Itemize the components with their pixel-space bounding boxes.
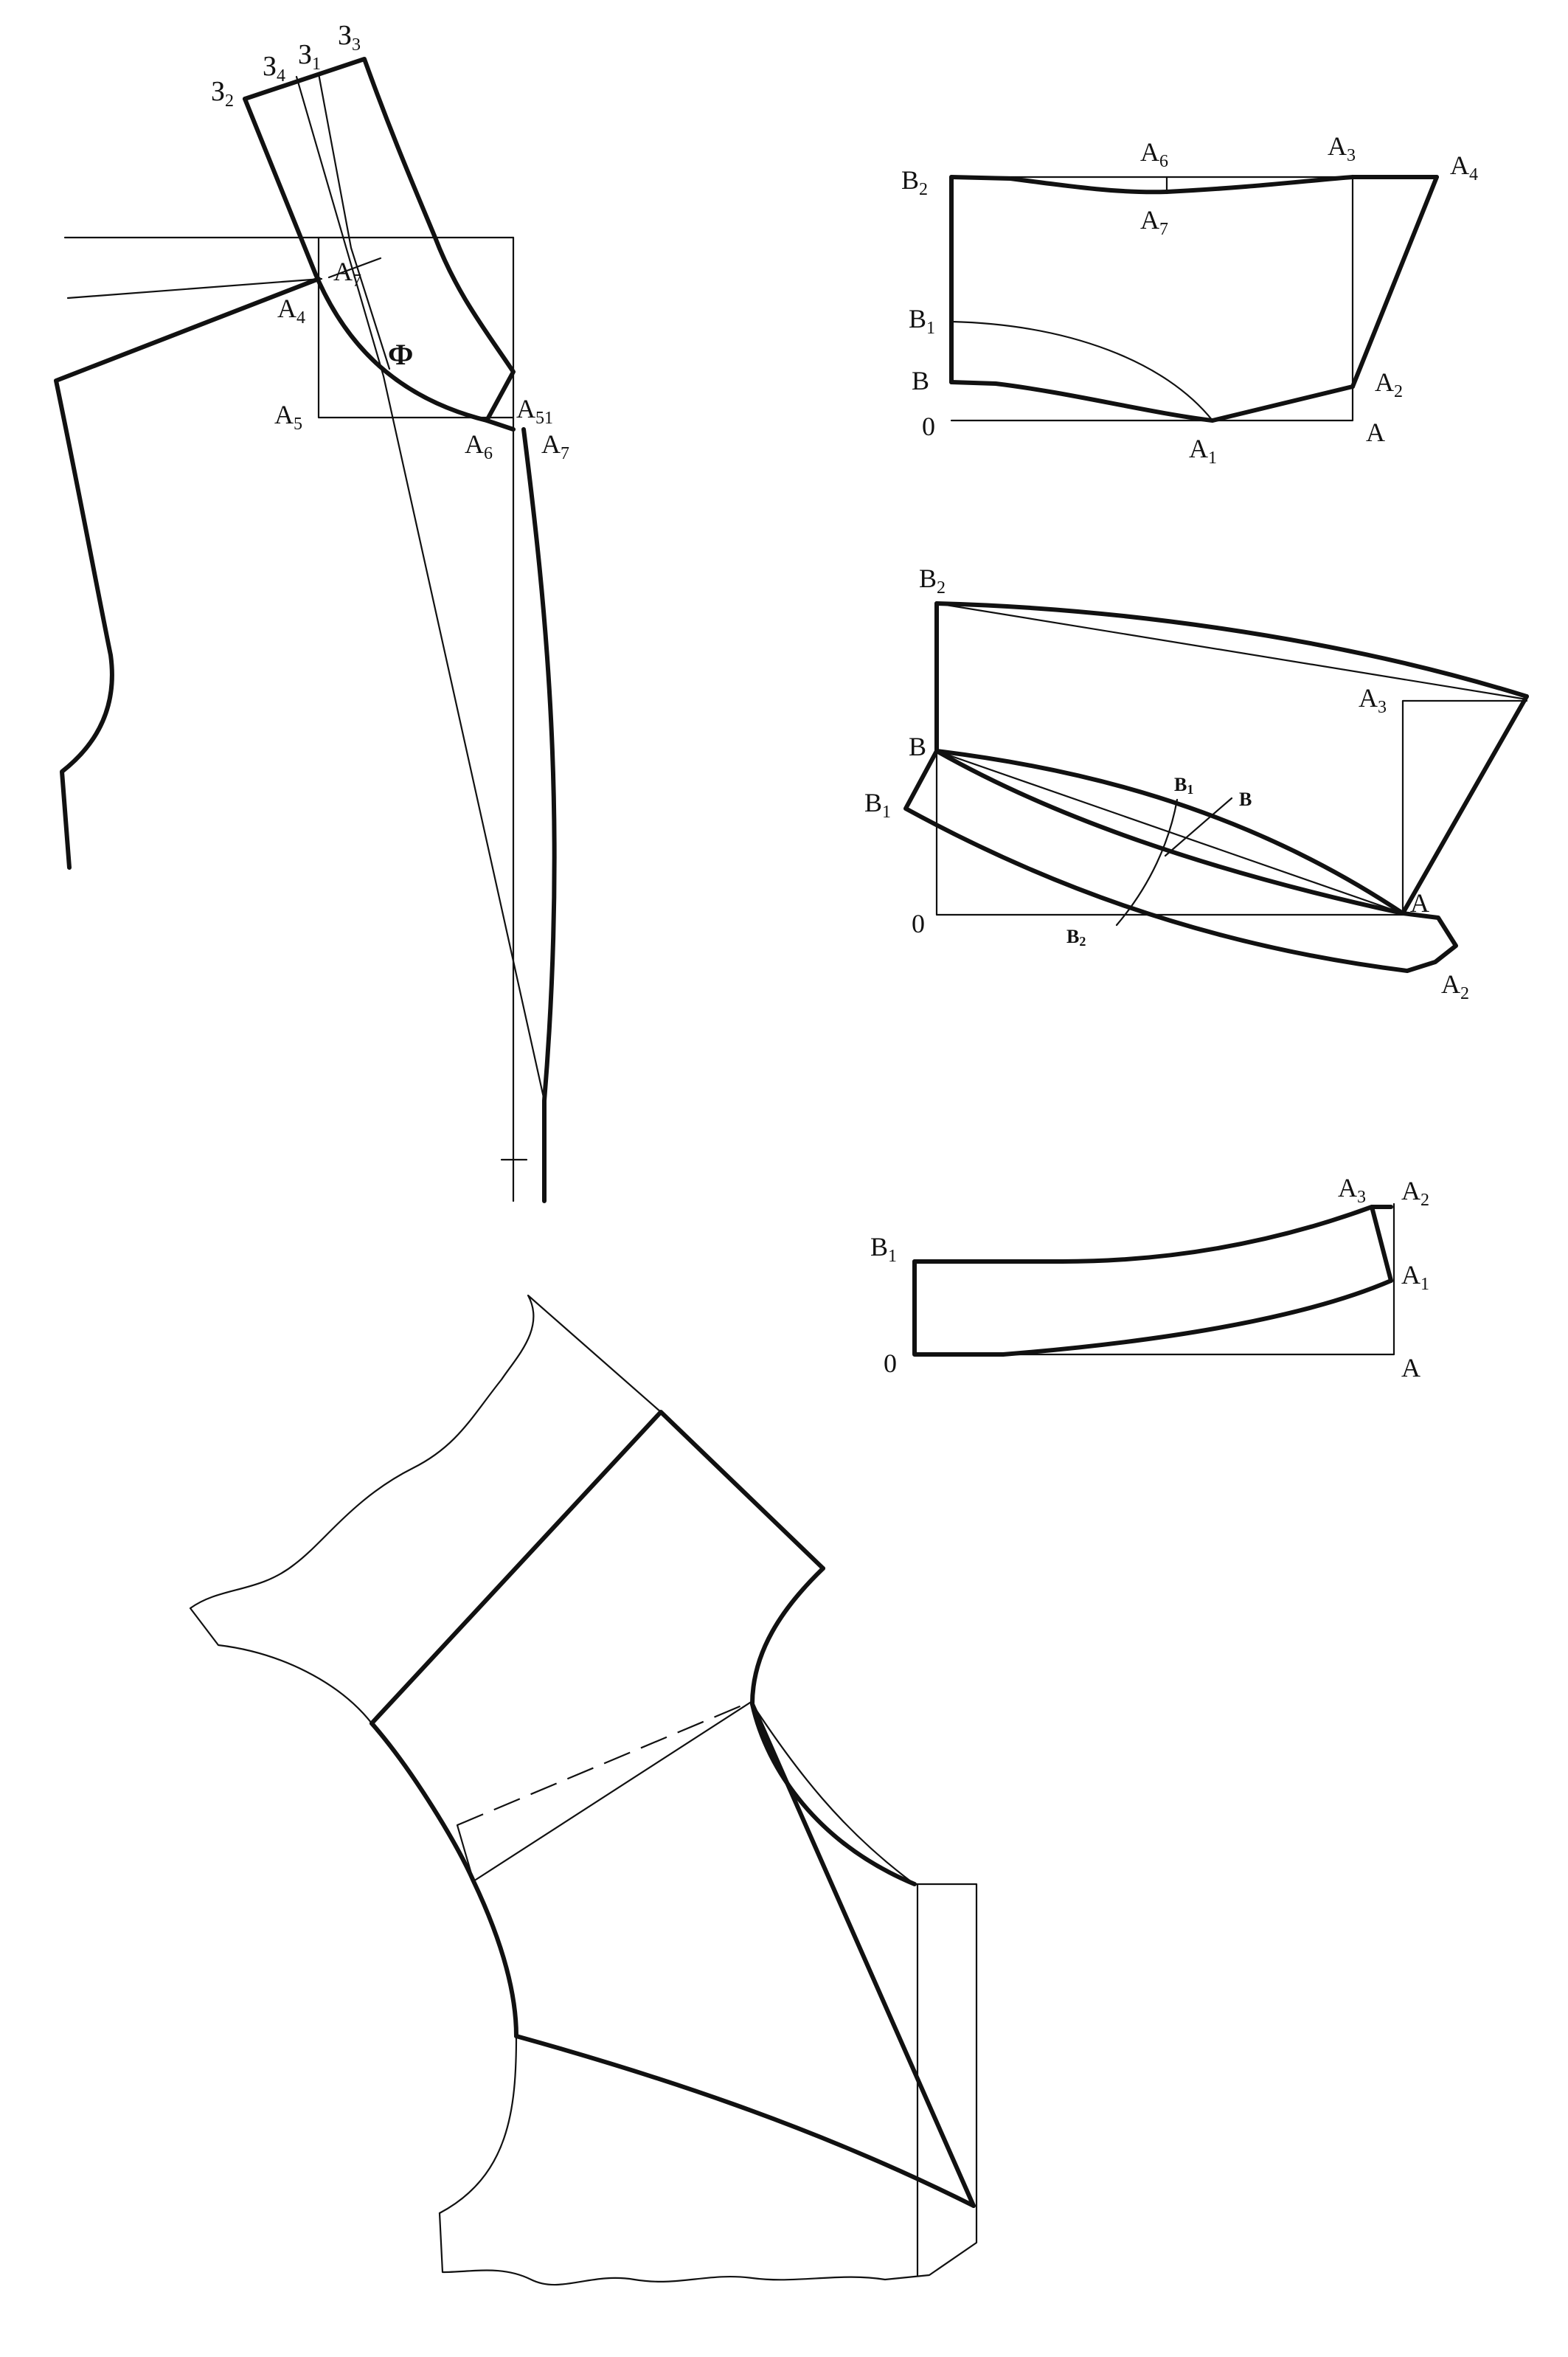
label-b1-fig3-left: B1 (864, 788, 891, 822)
collar-axis-line (295, 75, 546, 1102)
left-lower-curve (438, 2035, 518, 2215)
top-curve-b2-a4 (934, 601, 1529, 699)
lapel-edge (521, 427, 557, 1203)
slanted-guide (66, 277, 323, 300)
right-vertical-a3 (1401, 699, 1528, 916)
label-z2: З2 (211, 76, 234, 111)
short-guide (327, 257, 382, 279)
neckline-curve (313, 272, 489, 423)
figure-1-collar-draft: З2 З4 З1 З3 A7 A4 Ф A51 A5 A6 A7 (54, 20, 569, 1203)
band-right-edge (1370, 1205, 1393, 1283)
label-b1-fig4: B1 (870, 1232, 897, 1266)
label-b2-fig2: B2 (901, 165, 928, 199)
label-z1: З1 (298, 39, 321, 74)
label-a3-fig4: A3 (1338, 1173, 1366, 1207)
figure-4-collar-band: A3 A2 B1 A1 0 A (870, 1173, 1429, 1382)
figure-3-collar-transformation: B2 A3 B B1 B1 B 0 A B2 A2 (864, 564, 1529, 1003)
label-a3-fig2: A3 (1328, 131, 1356, 165)
band-left-side (912, 1259, 1005, 1357)
label-phi: Ф (388, 338, 413, 371)
diagonal-b2-a4 (935, 602, 1528, 701)
collar-band-outline (903, 749, 1458, 973)
label-b1-fig2: B1 (909, 304, 935, 338)
label-a-fig2: A (1366, 418, 1385, 447)
label-a7-lower: A7 (541, 429, 569, 463)
figure-3-labels: B2 A3 B B1 B1 B 0 A B2 A2 (864, 564, 1469, 1003)
lower-piece-wavy-outline (438, 1883, 978, 2286)
label-b1-fig3-small: B1 (1174, 774, 1193, 797)
figure-1-labels: З2 З4 З1 З3 A7 A4 Ф A51 A5 A6 A7 (211, 20, 569, 463)
box-bottom-baseline (950, 174, 1354, 422)
label-z4: З4 (263, 51, 285, 86)
label-a-fig4: A (1401, 1353, 1420, 1382)
lower-curve-b-a (934, 749, 1405, 916)
label-a2-fig3: A2 (1441, 969, 1469, 1003)
figure-5-garment-pieces (189, 1294, 978, 2286)
shoulder-and-armhole-line (54, 277, 321, 870)
label-b2-fig3-small: B2 (1066, 926, 1086, 949)
label-a7-upper: A7 (333, 257, 361, 291)
top-edge-b2-a4 (949, 175, 1439, 195)
label-a4: A4 (277, 294, 305, 328)
label-0-fig4: 0 (884, 1349, 897, 1378)
b1-arc-curve (950, 320, 1214, 422)
collar-inner-line (317, 72, 391, 370)
label-a5: A5 (274, 400, 302, 434)
construction-box (317, 236, 515, 419)
upper-curve-b-a (934, 749, 1405, 916)
neck-curve-right (750, 1566, 917, 1886)
right-armhole-curve (751, 1703, 916, 1886)
collar-outer-edge (243, 97, 318, 277)
band-baseline-frame (913, 1202, 1395, 1356)
right-edge-a4-a (1401, 694, 1529, 916)
label-a1-fig4: A1 (1401, 1260, 1429, 1294)
label-z3: З3 (338, 20, 361, 55)
right-diagonal-line (750, 1702, 976, 2208)
label-a6-fig1: A6 (465, 429, 493, 463)
baseline-0-a (935, 750, 1404, 916)
bottom-curve-b-a1-a2 (949, 380, 1355, 423)
label-a7-fig2: A7 (1140, 205, 1168, 239)
label-a6-fig2: A6 (1140, 137, 1168, 171)
label-a2-fig2: A2 (1375, 367, 1403, 401)
label-b-fig3: B (909, 732, 926, 761)
collar-stand-outline (243, 57, 516, 432)
upper-piece-wavy-outline (189, 1294, 662, 1725)
left-front-edge (370, 1721, 518, 2038)
figure-2-collar-block: A6 A3 A4 B2 A7 B1 B A2 0 A1 A (901, 131, 1478, 468)
label-a1-fig2: A1 (1189, 434, 1217, 468)
lower-waist-line (514, 2034, 976, 2208)
figure-2-labels: A6 A3 A4 B2 A7 B1 B A2 0 A1 A (901, 131, 1478, 468)
dashed-guide-line (457, 1700, 753, 1827)
leader-b (1164, 797, 1233, 857)
label-0-fig2: 0 (922, 412, 935, 441)
label-b-fig3-small: B (1239, 789, 1252, 810)
label-b2-fig3: B2 (919, 564, 946, 598)
upper-piece-seam (370, 1410, 825, 1726)
band-bottom-curve (1001, 1278, 1393, 1357)
label-0-fig3: 0 (912, 909, 925, 938)
cross-marker-b1-b2 (1115, 798, 1179, 927)
label-b-fig2: B (912, 366, 929, 395)
label-a-fig3: A (1410, 888, 1429, 918)
right-side-a4-a2 (1350, 175, 1439, 389)
label-a2-fig4: A2 (1401, 1176, 1429, 1210)
band-top-edge (912, 1205, 1393, 1264)
label-a3-fig3: A3 (1359, 683, 1387, 717)
label-a51: A51 (516, 394, 553, 428)
figure-4-labels: A3 A2 B1 A1 0 A (870, 1173, 1429, 1382)
label-a4-fig2: A4 (1450, 150, 1478, 184)
small-gusset-line (456, 1700, 754, 1883)
